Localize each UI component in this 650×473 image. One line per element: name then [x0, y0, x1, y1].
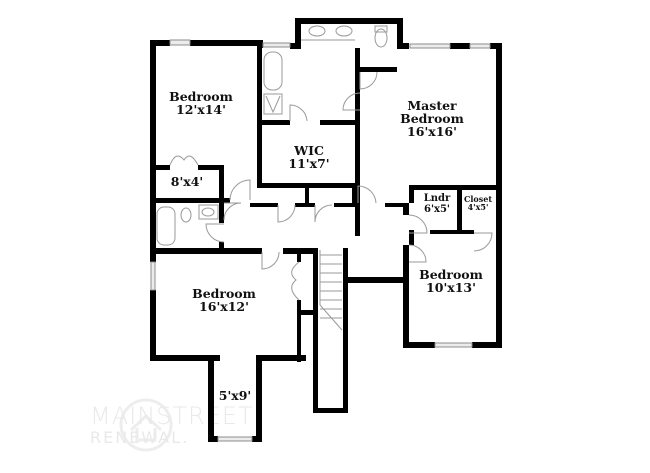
room-bedroom-se: Bedroom 10'x13' — [419, 268, 483, 294]
room-name: Lndr — [423, 193, 451, 204]
room-size: 10'x13' — [426, 280, 476, 296]
watermark-line1: MAINSTREET — [90, 402, 254, 430]
toilet-icon — [180, 207, 192, 223]
room-name: WIC — [294, 143, 324, 158]
watermark-line2: RENEWAL. — [90, 428, 190, 447]
room-size: 16'x12' — [199, 299, 249, 315]
room-name-line2: Bedroom — [400, 111, 464, 127]
sink-icon — [198, 204, 219, 220]
window-icon — [150, 261, 156, 291]
bathtub-icon — [156, 206, 176, 246]
staircase — [319, 250, 343, 331]
room-closet-4x5: Closet 4'x5' — [464, 195, 492, 212]
room-closet-8x4: 8'x4' — [171, 175, 204, 188]
room-master-bedroom: Master Bedroom 16'x16' — [400, 98, 464, 140]
room-name: Bedroom — [419, 267, 483, 282]
walls — [150, 18, 502, 442]
room-nook-5x9: 5'x9' — [219, 389, 252, 402]
room-wic: WIC 11'x7' — [288, 144, 329, 170]
window-icon — [434, 342, 473, 348]
room-name: Bedroom — [169, 89, 233, 104]
fixtures — [156, 25, 388, 331]
room-size: 4'x5' — [467, 202, 489, 213]
sink-icon — [335, 25, 353, 37]
room-size: 5'x9' — [218, 388, 252, 403]
toilet-icon — [374, 28, 388, 48]
bathtub-icon — [263, 51, 283, 91]
doors — [169, 71, 493, 301]
room-bedroom-nw: Bedroom 12'x14' — [169, 90, 233, 116]
windows — [150, 39, 491, 442]
window-icon — [469, 43, 491, 49]
room-name-line1: Master — [407, 98, 457, 113]
window-icon — [169, 39, 191, 46]
room-size: 11'x7' — [288, 156, 330, 172]
window-icon — [262, 42, 291, 48]
sink-icon — [308, 25, 326, 37]
room-size: 16'x16' — [407, 124, 457, 140]
mainstreet-logo-icon — [119, 398, 173, 452]
room-laundry: Lndr 6'x5' — [423, 193, 451, 215]
room-name: Bedroom — [192, 286, 256, 301]
window-icon — [409, 43, 451, 49]
room-name: Closet — [463, 194, 493, 204]
room-size: 8'x4' — [170, 174, 204, 189]
room-size: 6'x5' — [423, 203, 450, 215]
room-bedroom-sw: Bedroom 16'x12' — [192, 287, 256, 313]
window-icon — [217, 436, 253, 442]
room-size: 12'x14' — [176, 102, 226, 118]
shower-icon — [263, 93, 283, 115]
